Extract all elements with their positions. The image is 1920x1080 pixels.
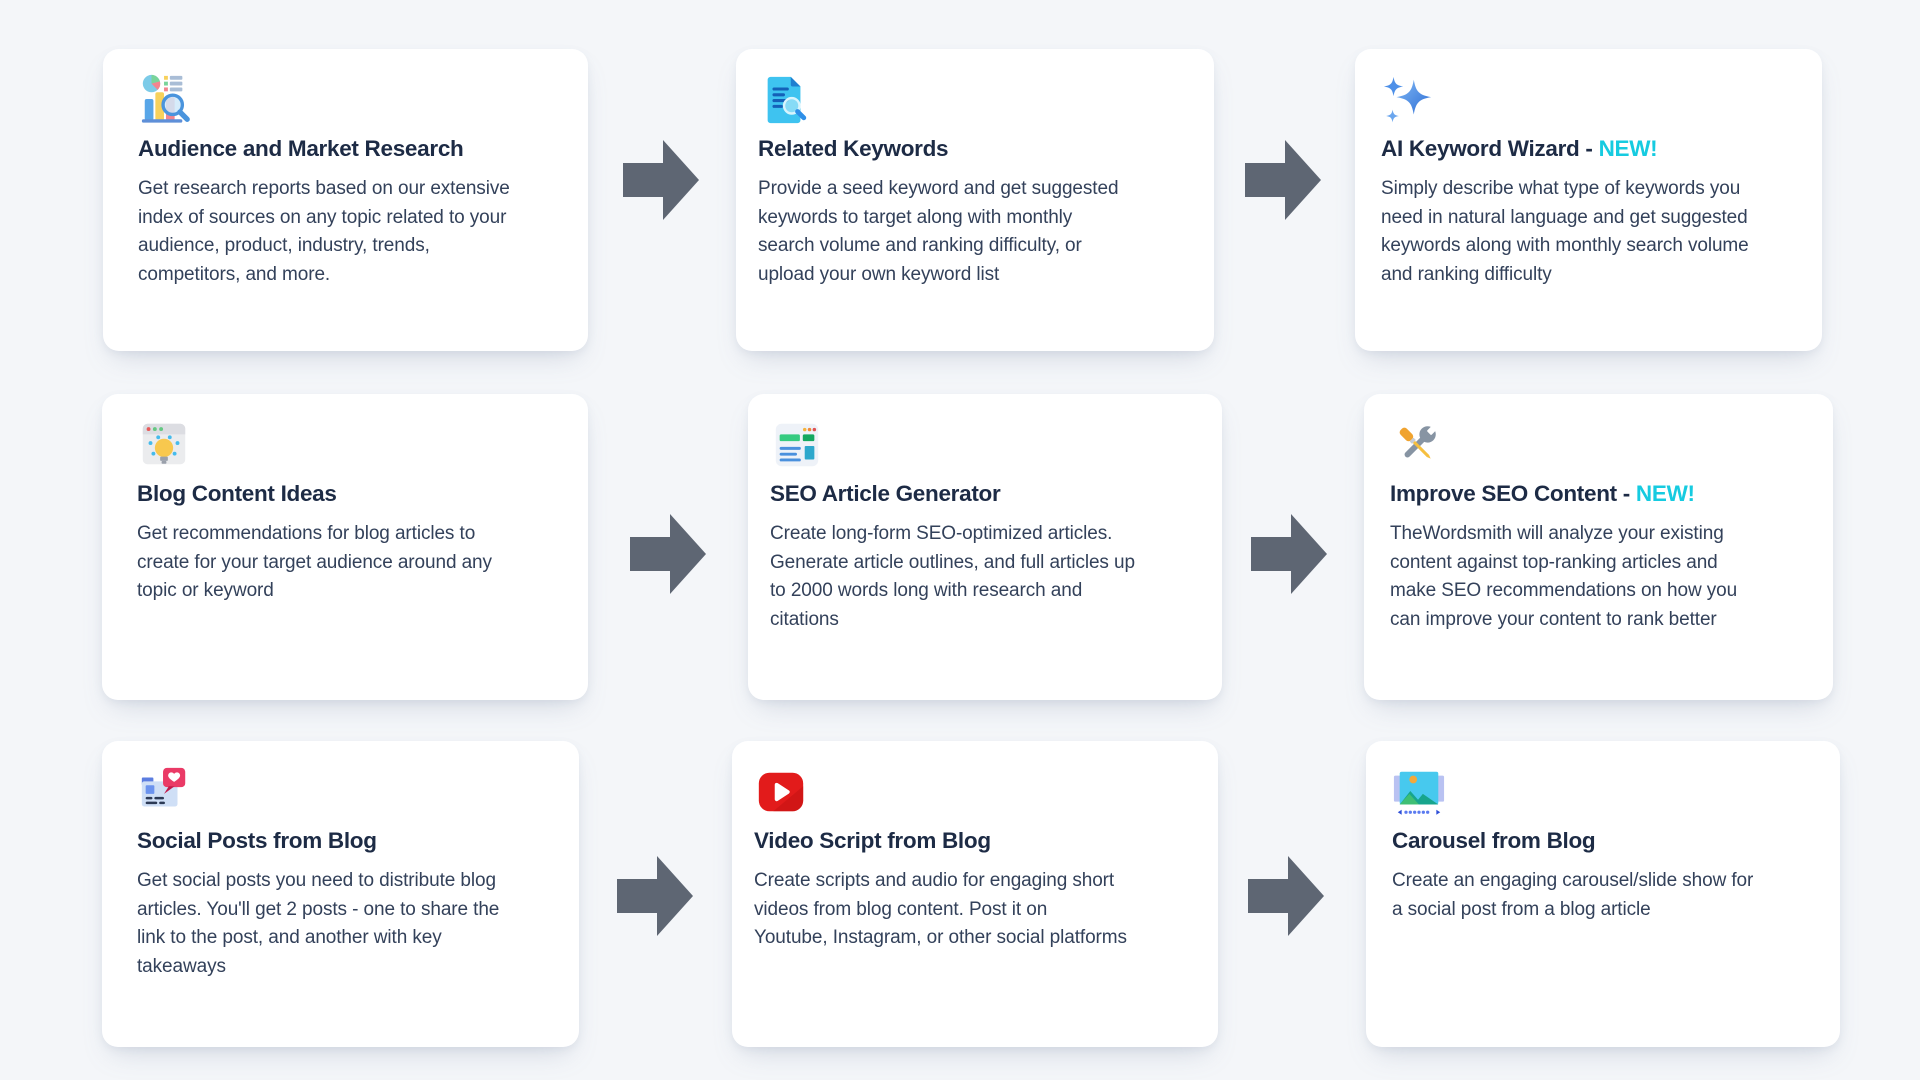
card-audience-market-research[interactable]: Audience and Market Research Get researc… [103, 49, 588, 351]
card-seo-article-generator[interactable]: SEO Article Generator Create long-form S… [748, 394, 1222, 700]
card-title: Social Posts from Blog [137, 827, 549, 855]
youtube-play-icon [754, 765, 808, 819]
card-description: Create an engaging carousel/slide show f… [1392, 870, 1754, 920]
card-title: AI Keyword Wizard - NEW! [1381, 135, 1800, 163]
card-video-script-from-blog[interactable]: Video Script from Blog Create scripts an… [732, 741, 1218, 1047]
card-title: Video Script from Blog [754, 827, 1198, 855]
new-badge: NEW! [1635, 481, 1695, 506]
card-description: Get recommendations for blog articles to… [137, 523, 492, 601]
research-analytics-magnifier-icon [138, 73, 192, 127]
card-title-text: Video Script from Blog [754, 828, 991, 853]
card-description: Create long-form SEO-optimized articles.… [770, 523, 1135, 630]
card-title-text: Social Posts from Blog [137, 828, 377, 853]
flow-arrow-right-icon [1248, 856, 1324, 936]
social-post-heart-icon [137, 765, 191, 819]
browser-lightbulb-icon [137, 418, 191, 472]
seo-article-window-icon [770, 418, 824, 472]
card-title-text: AI Keyword Wizard - [1381, 136, 1599, 161]
card-social-posts-from-blog[interactable]: Social Posts from Blog Get social posts … [102, 741, 579, 1047]
card-related-keywords[interactable]: Related Keywords Provide a seed keyword … [736, 49, 1214, 351]
card-description: Get social posts you need to distribute … [137, 870, 500, 977]
card-title: Audience and Market Research [138, 135, 558, 163]
card-improve-seo-content[interactable]: Improve SEO Content - NEW! TheWordsmith … [1364, 394, 1833, 700]
flow-arrow-right-icon [1245, 140, 1321, 220]
card-title: Related Keywords [758, 135, 1194, 163]
card-blog-content-ideas[interactable]: Blog Content Ideas Get recommendations f… [102, 394, 588, 700]
card-description: TheWordsmith will analyze your existing … [1390, 523, 1738, 630]
flow-arrow-right-icon [630, 514, 706, 594]
carousel-image-slides-icon [1392, 765, 1446, 819]
card-title-text: Blog Content Ideas [137, 481, 337, 506]
card-title-text: Related Keywords [758, 136, 949, 161]
card-title: SEO Article Generator [770, 480, 1202, 508]
card-title-text: Carousel from Blog [1392, 828, 1596, 853]
new-badge: NEW! [1598, 136, 1658, 161]
card-carousel-from-blog[interactable]: Carousel from Blog Create an engaging ca… [1366, 741, 1840, 1047]
card-ai-keyword-wizard[interactable]: AI Keyword Wizard - NEW! Simply describe… [1355, 49, 1822, 351]
card-description: Get research reports based on our extens… [138, 178, 510, 285]
card-title: Carousel from Blog [1392, 827, 1818, 855]
wrench-screwdriver-tools-icon [1390, 418, 1444, 472]
keyword-document-magnifier-icon [758, 73, 812, 127]
card-description: Create scripts and audio for engaging sh… [754, 870, 1127, 948]
card-description: Simply describe what type of keywords yo… [1381, 178, 1749, 285]
card-title: Blog Content Ideas [137, 480, 558, 508]
flow-arrow-right-icon [623, 140, 699, 220]
flow-arrow-right-icon [617, 856, 693, 936]
card-title-text: Audience and Market Research [138, 136, 464, 161]
ai-sparkles-icon [1381, 73, 1435, 127]
card-title: Improve SEO Content - NEW! [1390, 480, 1811, 508]
card-description: Provide a seed keyword and get suggested… [758, 178, 1119, 285]
card-title-text: SEO Article Generator [770, 481, 1001, 506]
card-title-text: Improve SEO Content - [1390, 481, 1636, 506]
flow-arrow-right-icon [1251, 514, 1327, 594]
